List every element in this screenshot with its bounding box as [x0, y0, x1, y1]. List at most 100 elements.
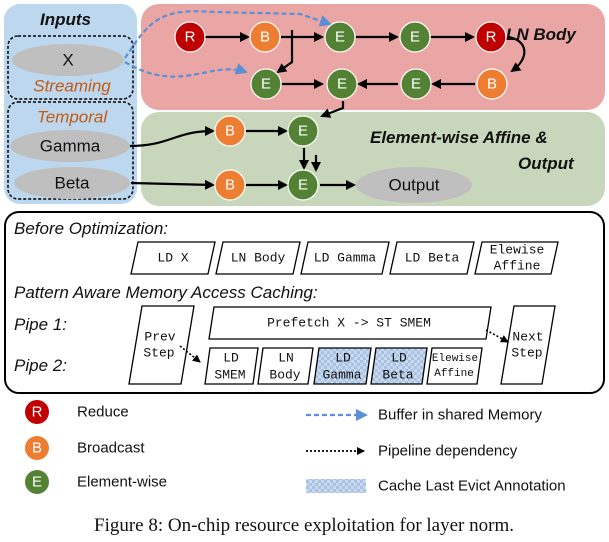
- node-broadcast-3: B: [214, 115, 246, 147]
- node-element-3: E: [250, 68, 282, 100]
- svg-text:B: B: [487, 76, 497, 93]
- svg-text:LD X: LD X: [157, 251, 188, 266]
- ln-body-panel: [141, 4, 605, 110]
- svg-text:Affine: Affine: [494, 259, 541, 274]
- node-element-5: E: [400, 68, 432, 100]
- pipe2-label: Pipe 2:: [14, 356, 67, 375]
- buffer-edges: [124, 10, 332, 78]
- svg-text:Prev: Prev: [144, 330, 175, 345]
- affine-title-line1: Element-wise Affine &: [370, 128, 548, 147]
- output-label: Output: [388, 176, 439, 195]
- beta-input-label: Beta: [55, 174, 91, 193]
- inputs-title: Inputs: [40, 10, 91, 29]
- affine-title-line2: Output: [518, 154, 575, 173]
- optimization-panel: [4, 211, 605, 394]
- node-broadcast-1: B: [249, 21, 281, 53]
- pipe2-box-ld-smem: LD SMEM: [204, 347, 259, 385]
- svg-text:B: B: [225, 177, 235, 194]
- pipe2-box-ld-beta: LD Beta: [370, 347, 428, 385]
- before-box-ld-x: LD X: [130, 241, 216, 275]
- svg-text:Element-wise: Element-wise: [77, 474, 167, 491]
- svg-text:Beta: Beta: [382, 368, 413, 383]
- beta-input-oval: [14, 167, 130, 199]
- svg-text:E: E: [337, 76, 347, 93]
- svg-text:B: B: [32, 440, 42, 457]
- svg-text:Body: Body: [269, 368, 300, 383]
- svg-text:Prefetch X -> ST SMEM: Prefetch X -> ST SMEM: [267, 316, 431, 331]
- svg-text:Step: Step: [143, 346, 174, 361]
- pattern-title: Pattern Aware Memory Access Caching:: [14, 283, 318, 302]
- x-input-oval: [12, 44, 124, 76]
- svg-text:E: E: [335, 29, 345, 46]
- svg-text:E: E: [411, 76, 421, 93]
- legend-buffer: Buffer in shared Memory: [306, 407, 542, 424]
- output-oval: [356, 167, 472, 203]
- svg-text:B: B: [225, 123, 235, 140]
- before-box-ld-beta: LD Beta: [389, 241, 475, 275]
- svg-text:Next: Next: [512, 330, 543, 345]
- svg-text:Buffer in shared Memory: Buffer in shared Memory: [378, 407, 542, 424]
- svg-text:LD: LD: [335, 351, 351, 366]
- svg-text:E: E: [261, 76, 271, 93]
- svg-text:LN Body: LN Body: [231, 251, 286, 266]
- svg-text:Step: Step: [511, 346, 542, 361]
- legend-cache-evict: Cache Last Evict Annotation: [306, 478, 566, 495]
- before-optimization-title: Before Optimization:: [14, 219, 168, 238]
- svg-text:Pipeline dependency: Pipeline dependency: [378, 443, 518, 460]
- svg-text:SMEM: SMEM: [214, 368, 245, 383]
- node-element-7: E: [287, 169, 319, 201]
- svg-text:LD Gamma: LD Gamma: [314, 251, 377, 266]
- node-element-2: E: [399, 21, 431, 53]
- svg-text:LD: LD: [391, 351, 407, 366]
- temporal-label: Temporal: [37, 108, 108, 127]
- legend-broadcast: B Broadcast: [25, 436, 145, 460]
- svg-text:B: B: [260, 29, 270, 46]
- node-broadcast-2: B: [476, 68, 508, 100]
- svg-text:Cache Last Evict Annotation: Cache Last Evict Annotation: [378, 478, 566, 495]
- gamma-input-label: Gamma: [40, 137, 101, 156]
- svg-text:Reduce: Reduce: [77, 404, 129, 421]
- svg-text:Broadcast: Broadcast: [77, 440, 145, 457]
- node-broadcast-4: B: [214, 169, 246, 201]
- pipeline-dependency-arrows: [179, 329, 509, 363]
- svg-text:Gamma: Gamma: [322, 368, 361, 383]
- before-box-ln-body: LN Body: [215, 241, 301, 275]
- legend-reduce: R Reduce: [25, 400, 129, 424]
- svg-text:E: E: [32, 474, 42, 491]
- ln-body-title: LN Body: [506, 25, 577, 44]
- svg-text:Affine: Affine: [434, 368, 474, 380]
- node-element-4: E: [326, 68, 358, 100]
- node-reduce-1: R: [174, 21, 206, 53]
- legend-pipeline-dependency: Pipeline dependency: [306, 443, 518, 460]
- node-reduce-2: R: [475, 21, 507, 53]
- svg-text:LD: LD: [223, 351, 239, 366]
- node-element-6: E: [287, 115, 319, 147]
- prefetch-box: Prefetch X -> ST SMEM: [208, 306, 492, 340]
- x-input-label: X: [62, 51, 73, 70]
- pipe1-label: Pipe 1:: [14, 315, 67, 334]
- svg-text:E: E: [410, 29, 420, 46]
- graph-edges: [129, 30, 526, 190]
- svg-text:R: R: [185, 29, 196, 46]
- figure-caption: Figure 8: On-chip resource exploitation …: [94, 515, 514, 536]
- gamma-input-oval: [10, 130, 130, 162]
- legend-elementwise: E Element-wise: [25, 470, 167, 494]
- svg-text:Elewise: Elewise: [432, 353, 478, 365]
- svg-text:E: E: [298, 123, 308, 140]
- pipe2-box-ln-body: LN Body: [257, 347, 314, 385]
- node-element-1: E: [324, 21, 356, 53]
- pipe2-box-ld-gamma: LD Gamma: [313, 347, 372, 385]
- svg-text:R: R: [486, 29, 497, 46]
- before-box-ld-gamma: LD Gamma: [300, 241, 390, 275]
- svg-text:R: R: [32, 404, 43, 421]
- svg-text:LN: LN: [278, 351, 294, 366]
- streaming-label: Streaming: [33, 77, 111, 96]
- affine-output-panel: [141, 112, 605, 206]
- temporal-group: [7, 101, 134, 200]
- svg-text:LD Beta: LD Beta: [405, 251, 460, 266]
- svg-text:Elewise: Elewise: [490, 243, 545, 258]
